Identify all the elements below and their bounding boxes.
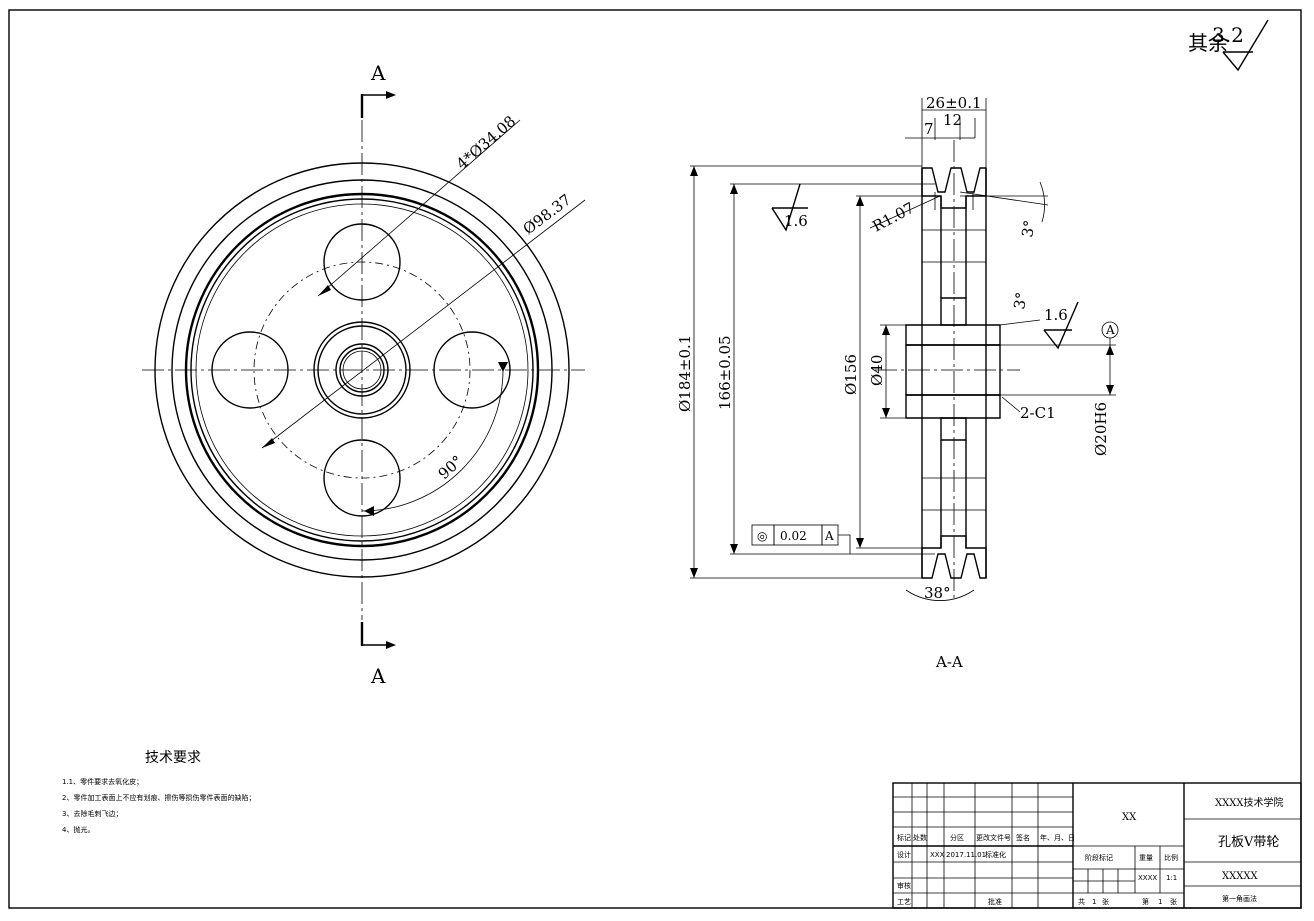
dim-taper-top: 3°	[1018, 219, 1039, 239]
dim-taper-hub: 3°	[1010, 291, 1031, 311]
tb-drawing-no: XXXXX	[1222, 871, 1258, 882]
tb-approve: 批准	[988, 897, 1002, 906]
surface-finish-prefix: 其余	[1188, 31, 1228, 55]
dim-outer-diameter: Ø184±0.1	[676, 335, 694, 412]
hole-top	[323, 223, 401, 301]
tb-school: XXXX技术学院	[1215, 796, 1283, 809]
tb-header-docno: 更改文件号	[976, 833, 1011, 842]
dim-rim-inner: Ø156	[842, 354, 860, 395]
tb-sheets-unit: 张	[1102, 897, 1109, 906]
dim-pitch-diameter: 166±0.05	[716, 335, 734, 410]
tolerance-symbol: ◎	[757, 529, 767, 543]
dim-groove-angle: 38°	[924, 584, 951, 602]
datum-a: A	[1105, 323, 1115, 337]
hole-bottom	[323, 439, 401, 517]
view-label: A-A	[935, 653, 963, 671]
surface-finish-rest: 其余 3.2	[1188, 19, 1269, 72]
tech-req-item: 1.1、零件要求去氧化皮；	[62, 777, 143, 786]
tb-projection: 第一角画法	[1222, 894, 1257, 903]
tech-req-item: 3、去除毛刺飞边；	[62, 809, 122, 818]
tb-sheets-total-label: 共	[1078, 897, 1085, 906]
tb-stage-mark: 阶段标记	[1085, 853, 1113, 862]
hole-left	[211, 331, 289, 409]
dim-bore: Ø20H6	[1092, 402, 1110, 456]
tb-scale: 比例	[1164, 853, 1178, 862]
tech-requirements: 技术要求 1.1、零件要求去氧化皮； 2、零件加工表面上不应有划痕、擦伤等损伤零…	[62, 750, 255, 834]
section-mark-top: A	[370, 61, 386, 85]
roughness-outer: 1.6	[784, 212, 808, 230]
dim-angle: 90°	[435, 452, 467, 483]
tech-req-item: 4、抛光。	[62, 825, 94, 834]
tb-header-zone: 分区	[950, 833, 964, 842]
section-view: 26±0.1 7 12 R1.07 3° 3° 1.6 1.6 Ø	[676, 94, 1119, 671]
tb-weight-value: XXXX	[1138, 874, 1157, 882]
dim-fillet: R1.07	[869, 199, 917, 236]
tb-part-name: 孔板V带轮	[1218, 835, 1279, 850]
dim-holes: 4*Ø34.08	[453, 112, 519, 173]
tech-req-item: 2、零件加工表面上不应有划痕、擦伤等损伤零件表面的缺陷；	[62, 793, 255, 802]
tb-scale-value: 1:1	[1166, 874, 1177, 882]
surface-finish-value: 3.2	[1212, 23, 1244, 47]
hole-right	[433, 331, 511, 409]
tb-standardization: 标准化	[985, 850, 1006, 859]
tb-header-sign: 签名	[1016, 833, 1030, 842]
tb-designer: XXX	[930, 851, 945, 859]
tb-design-label: 设计	[897, 850, 911, 859]
dim-groove-pitch: 12	[943, 111, 962, 129]
roughness-hub: 1.6	[1044, 306, 1068, 324]
tolerance-datum: A	[824, 529, 834, 543]
tb-sheet-no: 1	[1158, 898, 1162, 906]
tb-weight: 重量	[1139, 854, 1153, 862]
tb-sheet-no-label: 第	[1142, 897, 1149, 906]
bore-circle	[339, 347, 385, 393]
tb-review: 审核	[897, 881, 911, 890]
tb-header-date: 年、月、日	[1040, 833, 1075, 842]
tb-center-mark: XX	[1122, 812, 1137, 823]
dim-width-total: 26±0.1	[926, 94, 982, 112]
tb-sheets-total: 1	[1092, 898, 1096, 906]
front-view: A A 4*Ø34.08 Ø98.37	[142, 61, 586, 688]
dim-chamfer: 2-C1	[1020, 404, 1056, 422]
tb-design-date: 2017.11.01	[946, 851, 986, 859]
tb-header-count: 处数	[913, 833, 927, 842]
dim-groove-offset: 7	[924, 120, 934, 138]
tb-process: 工艺	[897, 898, 911, 906]
tech-req-title: 技术要求	[145, 750, 201, 766]
tolerance-value: 0.02	[780, 529, 807, 543]
tb-sheet-unit: 张	[1170, 897, 1177, 906]
pulley-outer-circle	[154, 162, 570, 578]
hole-pitch-circle	[253, 261, 471, 479]
title-block: 标记 处数 分区 更改文件号 签名 年、月、日 设计 XXX 2017.11.0…	[892, 782, 1302, 909]
section-mark-bottom: A	[370, 664, 386, 688]
hub-circle	[313, 321, 411, 419]
sheet-border	[8, 9, 1302, 909]
dim-hub-diameter: Ø40	[868, 355, 886, 386]
tb-header-mark: 标记	[897, 833, 911, 842]
tolerance-frame: ◎ 0.02 A	[751, 524, 851, 554]
